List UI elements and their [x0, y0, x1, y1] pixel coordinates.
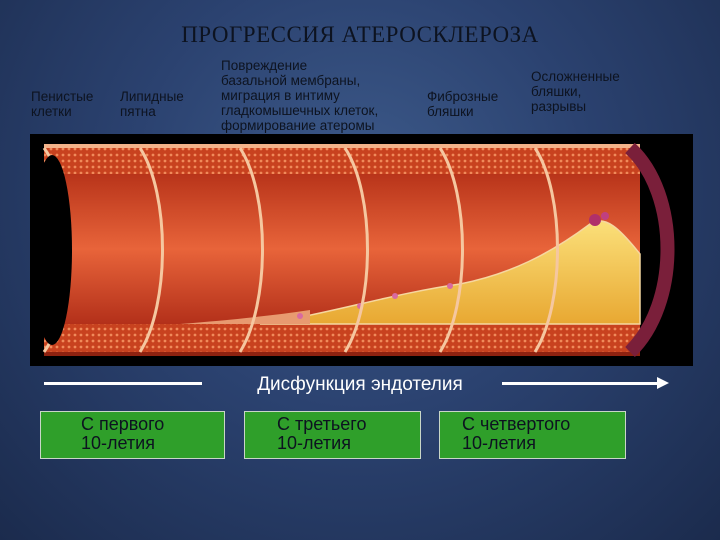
stage-label-line: Пенистые: [31, 89, 93, 104]
period-box-first: С первого 10-летия: [40, 411, 225, 459]
foam-cell: [447, 283, 453, 289]
vessel-wall-bottom-edge: [44, 352, 640, 356]
plaque-rupture-mark: [589, 214, 601, 226]
period-line: С первого: [81, 415, 224, 434]
period-line: С третьего: [277, 415, 420, 434]
stage-label-line: пятна: [120, 104, 184, 119]
foam-cell: [297, 313, 303, 319]
stage-label-line: Повреждение: [221, 58, 378, 73]
vessel-wall-top: [44, 144, 640, 174]
slide-title: ПРОГРЕССИЯ АТЕРОСКЛЕРОЗА: [0, 22, 720, 48]
stage-label-line: Осложненные: [531, 69, 620, 84]
stage-label-line: гладкомышечных клеток,: [221, 103, 378, 118]
artery-progression-illustration: [30, 134, 693, 366]
stage-label-line: клетки: [31, 104, 93, 119]
period-box-third: С третьего 10-летия: [244, 411, 421, 459]
vessel-wall-bottom: [44, 324, 640, 356]
stage-label-line: разрывы: [531, 99, 620, 114]
stage-label-line: формирование атеромы: [221, 118, 378, 133]
period-line: 10-летия: [462, 434, 625, 453]
period-line: 10-летия: [81, 434, 224, 453]
period-box-fourth: С четвертого 10-летия: [439, 411, 626, 459]
endothelial-dysfunction-label: Дисфункция эндотелия: [0, 374, 720, 396]
period-line: С четвертого: [462, 415, 625, 434]
stage-label-line: миграция в интиму: [221, 88, 378, 103]
stage-label-line: бляшки: [427, 104, 498, 119]
stage-label-foam-cells: Пенистые клетки: [31, 89, 93, 119]
foam-cell: [392, 293, 398, 299]
stage-label-line: базальной мембраны,: [221, 73, 378, 88]
stage-label-complicated-plaques: Осложненные бляшки, разрывы: [531, 69, 620, 114]
vessel-opening-left: [32, 155, 72, 345]
stage-label-membrane-damage: Повреждение базальной мембраны, миграция…: [221, 58, 378, 133]
stage-label-lipid-spots: Липидные пятна: [120, 89, 184, 119]
plaque-rupture-mark: [601, 212, 609, 220]
vessel-wall-top-edge: [44, 144, 640, 148]
stage-label-line: бляшки,: [531, 84, 620, 99]
stage-label-line: Фиброзные: [427, 89, 498, 104]
stage-label-fibrous-plaques: Фиброзные бляшки: [427, 89, 498, 119]
period-line: 10-летия: [277, 434, 420, 453]
stage-label-line: Липидные: [120, 89, 184, 104]
